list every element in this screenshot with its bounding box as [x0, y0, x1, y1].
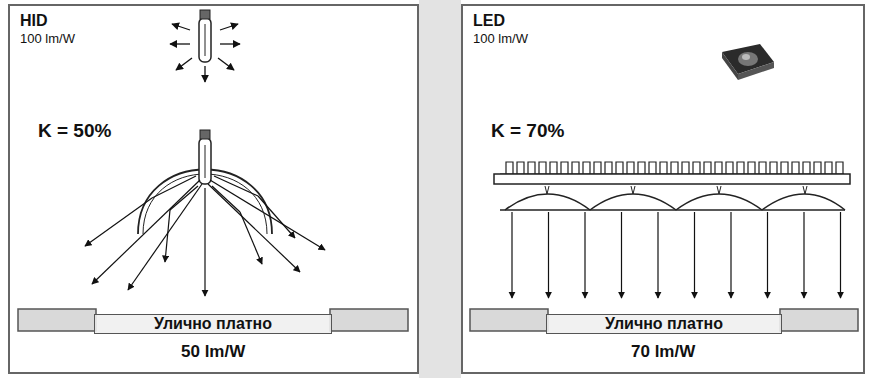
- led-chip: [722, 44, 774, 80]
- road-label: Улично платно: [154, 315, 272, 333]
- hid-rays: [170, 24, 240, 82]
- panel-label: 100 lm/W: [473, 31, 528, 46]
- comparison-panel: HID100 lm/W K = 50% 50 lm/W Улично платно: [8, 4, 419, 374]
- heatsink-fins: [500, 162, 844, 174]
- panel-label: LED: [473, 12, 505, 30]
- led-luminaire: [494, 174, 850, 210]
- panel-label: 50 lm/W: [181, 342, 245, 362]
- led-light-rays: [512, 212, 841, 298]
- panel-label: 100 lm/W: [20, 31, 75, 46]
- road-label: Улично платно: [605, 315, 723, 333]
- panel-label: K = 50%: [38, 120, 111, 142]
- panel-label: HID: [20, 12, 48, 30]
- hid-light-rays: [85, 176, 325, 296]
- comparison-panel: LED100 lm/W K = 70% 70 lm/W Улично платно: [461, 4, 865, 374]
- panel-gap: [419, 0, 461, 378]
- hid-lamp: [199, 10, 211, 62]
- panel-label: K = 70%: [491, 120, 564, 142]
- road-band: Улично платно: [546, 314, 782, 334]
- road-band: Улично платно: [94, 314, 332, 334]
- panel-label: 70 lm/W: [631, 342, 695, 362]
